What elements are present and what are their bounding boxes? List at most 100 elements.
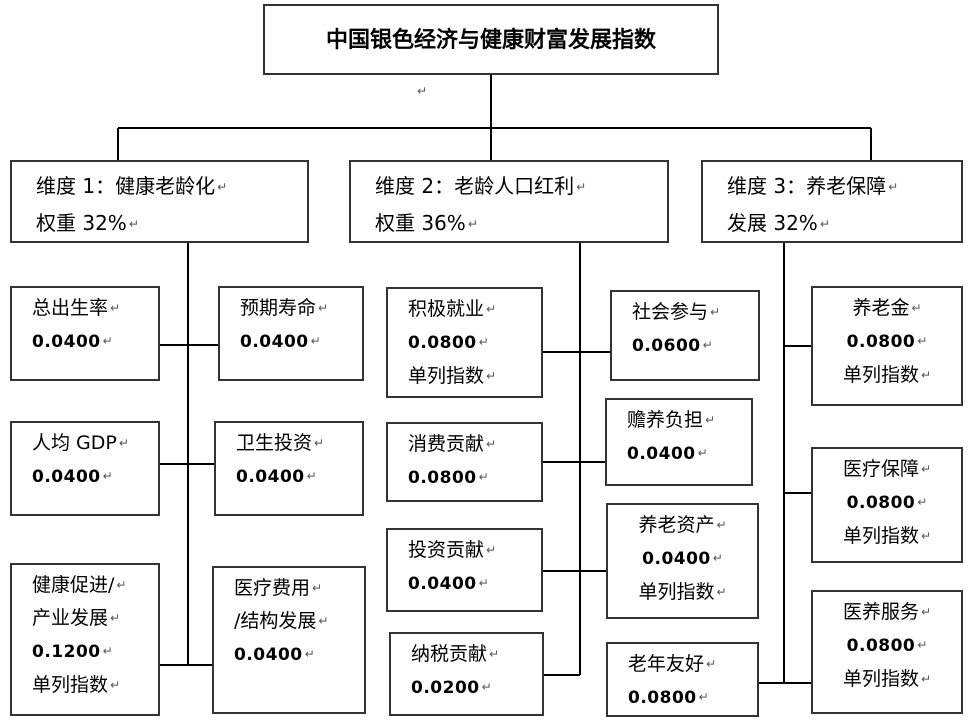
dimension-label: 维度 2：老龄人口红利 — [375, 174, 575, 198]
indicator-name: 积极就业 — [408, 298, 485, 320]
return-mark-icon — [705, 413, 715, 427]
indicator-care-service: 医养服务 0.0800 单列指数 — [811, 590, 963, 714]
return-mark-icon — [110, 678, 120, 692]
indicator-name: 投资贡献 — [408, 539, 485, 561]
return-mark-icon — [103, 469, 113, 483]
indicator-value: 0.0800 — [628, 688, 697, 708]
return-mark-icon — [312, 581, 322, 595]
indicator-health-investment: 卫生投资 0.0400 — [214, 421, 364, 516]
indicator-name-line2: 产业发展 — [32, 607, 109, 629]
return-mark-icon — [129, 217, 139, 231]
indicator-note: 单列指数 — [842, 668, 919, 690]
indicator-name: 社会参与 — [632, 301, 709, 323]
return-mark-icon — [699, 690, 709, 704]
indicator-social-participation: 社会参与 0.0600 — [610, 290, 760, 381]
dimension-label: 维度 3：养老保障 — [727, 174, 887, 198]
return-mark-icon — [318, 614, 328, 628]
return-mark-icon — [921, 605, 931, 619]
indicator-value: 0.0400 — [236, 467, 305, 487]
indicator-value: 0.0400 — [234, 645, 303, 665]
indicator-medical-insurance: 医疗保障 0.0800 单列指数 — [811, 447, 963, 563]
indicator-value: 0.0400 — [32, 332, 101, 352]
return-mark-icon — [479, 470, 489, 484]
indicator-value: 0.0600 — [632, 336, 701, 356]
return-mark-icon — [917, 638, 927, 652]
indicator-name: 人均 GDP — [32, 432, 117, 454]
return-mark-icon — [713, 551, 723, 565]
return-mark-icon — [489, 647, 499, 661]
dimension-label: 维度 1：健康老龄化 — [36, 174, 216, 198]
return-mark-icon — [921, 462, 931, 476]
indicator-dependency-burden: 赡养负担 0.0400 — [605, 398, 753, 486]
indicator-elderly-friendly: 老年友好 0.0800 — [606, 642, 759, 717]
return-mark-icon — [305, 647, 315, 661]
return-mark-icon — [110, 611, 120, 625]
return-mark-icon — [911, 301, 921, 315]
indicator-tax: 纳税贡献 0.0200 — [389, 632, 544, 716]
return-mark-icon — [318, 301, 328, 315]
title-text: 中国银色经济与健康财富发展指数 — [325, 28, 656, 53]
indicator-value: 0.0400 — [627, 444, 696, 464]
return-mark-icon — [486, 437, 496, 451]
return-mark-icon: ↵ — [417, 84, 428, 98]
indicator-note: 单列指数 — [32, 674, 109, 696]
indicator-value: 0.1200 — [32, 642, 101, 662]
indicator-name: 预期寿命 — [240, 297, 317, 319]
return-mark-icon — [917, 495, 927, 509]
return-mark-icon — [576, 180, 586, 194]
indicator-name-line2: /结构发展 — [234, 610, 317, 632]
indicator-value: 0.0800 — [408, 333, 477, 353]
return-mark-icon — [479, 335, 489, 349]
indicator-value: 0.0800 — [408, 468, 477, 488]
return-mark-icon — [468, 217, 478, 231]
indicator-pension: 养老金 0.0800 单列指数 — [811, 286, 963, 406]
return-mark-icon — [698, 446, 708, 460]
return-mark-icon — [217, 180, 227, 194]
indicator-note: 单列指数 — [638, 581, 715, 603]
indicator-name: 总出生率 — [32, 297, 109, 319]
return-mark-icon — [710, 305, 720, 319]
indicator-note: 单列指数 — [842, 525, 919, 547]
return-mark-icon — [314, 436, 324, 450]
dimension-1-box: 维度 1：健康老龄化 权重 32% — [10, 160, 309, 243]
return-mark-icon — [486, 369, 496, 383]
indicator-note: 单列指数 — [842, 364, 919, 386]
dimension-3-box: 维度 3：养老保障 发展 32% — [701, 160, 963, 243]
return-mark-icon — [482, 680, 492, 694]
return-mark-icon — [921, 368, 931, 382]
indicator-name: 消费贡献 — [408, 433, 485, 455]
indicator-active-employment: 积极就业 0.0800 单列指数 — [386, 287, 543, 398]
return-mark-icon — [110, 301, 120, 315]
return-mark-icon — [706, 657, 716, 671]
return-mark-icon — [703, 338, 713, 352]
indicator-value: 0.0400 — [32, 467, 101, 487]
indicator-name: 卫生投资 — [236, 432, 313, 454]
return-mark-icon — [103, 644, 113, 658]
return-mark-icon — [486, 543, 496, 557]
indicator-name: 养老资产 — [638, 514, 715, 536]
return-mark-icon — [307, 469, 317, 483]
return-mark-icon — [103, 334, 113, 348]
indicator-gdp-per-capita: 人均 GDP 0.0400 — [10, 421, 160, 516]
indicator-value: 0.0800 — [846, 332, 916, 352]
indicator-name: 医疗保障 — [842, 458, 919, 480]
indicator-consumption: 消费贡献 0.0800 — [386, 422, 543, 502]
dimension-weight: 发展 32% — [727, 211, 818, 235]
return-mark-icon — [311, 334, 321, 348]
indicator-medical-cost: 医疗费用 /结构发展 0.0400 — [212, 566, 366, 714]
return-mark-icon — [716, 585, 726, 599]
indicator-investment: 投资贡献 0.0400 — [386, 528, 543, 612]
return-mark-icon — [716, 518, 726, 532]
indicator-value: 0.0400 — [240, 332, 309, 352]
indicator-value: 0.0400 — [408, 574, 477, 594]
indicator-value: 0.0400 — [642, 549, 711, 569]
indicator-birth-rate: 总出生率 0.0400 — [10, 286, 160, 381]
return-mark-icon — [479, 576, 489, 590]
return-mark-icon — [921, 672, 931, 686]
return-mark-icon — [116, 578, 126, 592]
indicator-note: 单列指数 — [408, 365, 485, 387]
indicator-name: 赡养负担 — [627, 409, 704, 431]
return-mark-icon — [888, 180, 898, 194]
indicator-name: 医养服务 — [842, 601, 919, 623]
